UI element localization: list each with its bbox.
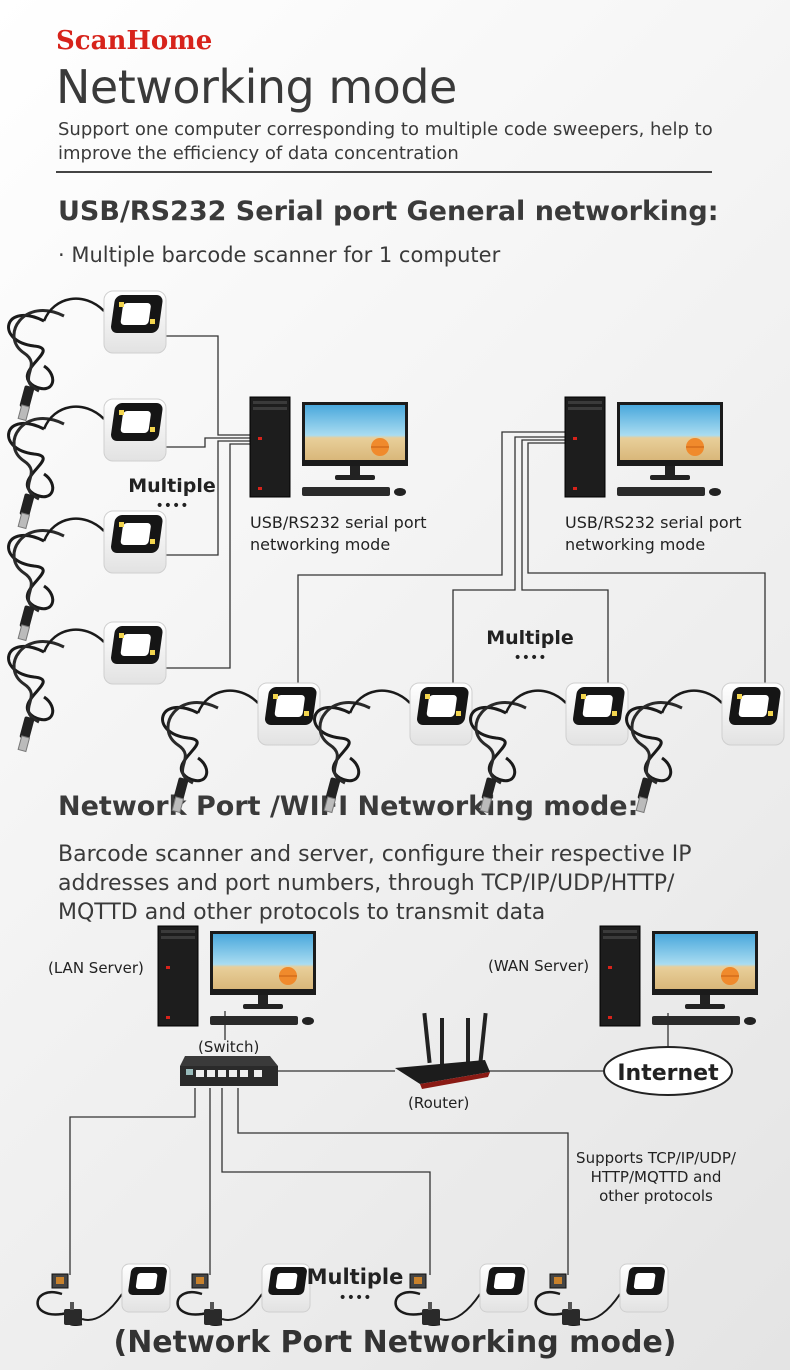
protocols-note-line1: Supports TCP/IP/UDP/ (576, 1149, 737, 1167)
pc-caption-right-line1: USB/RS232 serial port (565, 513, 741, 532)
network-section-heading: Network Port /WIFI Networking mode: (58, 791, 639, 822)
internet-icon (603, 1046, 733, 1096)
brand-logo: ScanHome (56, 26, 213, 56)
protocols-note-line2: HTTP/MQTTD and (591, 1168, 722, 1186)
serial-multiple-label-left: Multiple (128, 475, 216, 497)
pc-icon-right (564, 396, 724, 498)
serial-dots-left: •••• (155, 498, 188, 514)
pc-caption-left-line2: networking mode (250, 535, 390, 554)
usb-scanner-4 (7, 620, 168, 754)
usb-scanner-2 (7, 397, 168, 531)
serial-multiple-label-right: Multiple (486, 627, 574, 649)
pc-caption-left-line1: USB/RS232 serial port (250, 513, 426, 532)
network-connection-lines (69, 1011, 669, 1275)
network-section-description: Barcode scanner and server, configure th… (58, 842, 692, 925)
internet-label: Internet (617, 1061, 719, 1086)
network-dots: •••• (338, 1290, 371, 1306)
router-icon (395, 1012, 490, 1089)
divider (56, 171, 712, 173)
network-scanner-1 (36, 1262, 172, 1327)
switch-icon (180, 1056, 278, 1086)
usb-scanner-8 (625, 681, 786, 815)
page-title: Networking mode (56, 60, 457, 114)
usb-scanner-5 (161, 681, 322, 815)
page-subtitle: Support one computer corresponding to mu… (58, 119, 713, 164)
protocols-note-line3: other protocols (599, 1187, 713, 1205)
network-scanner-3 (394, 1262, 530, 1327)
network-scanner-4 (534, 1262, 670, 1327)
lan-server-label: (LAN Server) (48, 959, 144, 977)
serial-dots-right: •••• (513, 650, 546, 666)
router-label: (Router) (408, 1094, 469, 1112)
usb-scanner-3 (7, 509, 168, 643)
switch-label: (Switch) (198, 1038, 259, 1056)
wan-server-icon (599, 925, 759, 1027)
pc-icon-left (249, 396, 409, 498)
serial-section-heading: USB/RS232 Serial port General networking… (58, 196, 719, 227)
pc-caption-right-line2: networking mode (565, 535, 705, 554)
usb-scanner-6 (313, 681, 474, 815)
wan-server-label: (WAN Server) (488, 957, 589, 975)
footer-caption: (Network Port Networking mode) (113, 1325, 677, 1360)
network-multiple-label: Multiple (307, 1265, 404, 1289)
network-scanner-2 (176, 1262, 312, 1327)
serial-connection-lines (165, 335, 766, 690)
usb-scanner-7 (469, 681, 630, 815)
serial-section-bullet: · Multiple barcode scanner for 1 compute… (58, 243, 501, 267)
lan-server-icon (157, 925, 317, 1027)
